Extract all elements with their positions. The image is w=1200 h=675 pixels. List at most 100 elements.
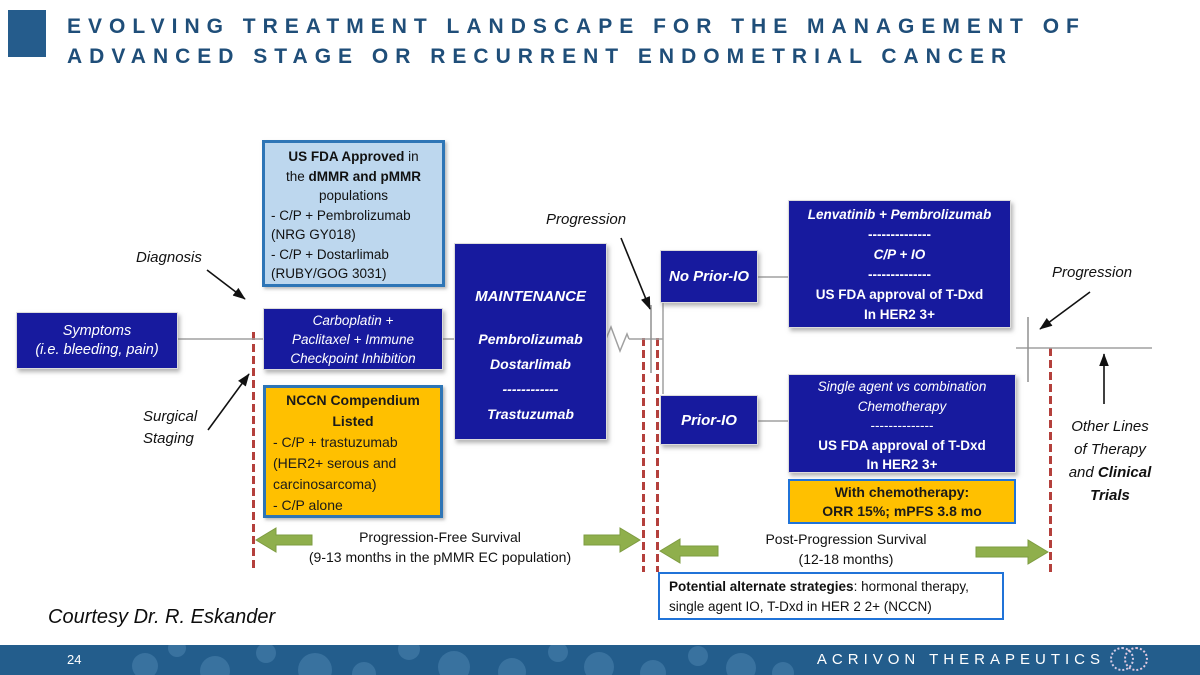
progression-right-label: Progression	[1052, 264, 1133, 281]
maintenance-title: MAINTENANCE	[475, 288, 586, 305]
single-agent-line1: Single agent vs combination	[817, 379, 987, 394]
alt-strategies-line2: single agent IO, T-Dxd in HER 2 2+ (NCCN…	[669, 599, 932, 614]
fda-line1: US FDA Approved in	[271, 147, 436, 167]
maintenance-divider: ------------	[502, 381, 559, 397]
lenvatinib-line1: Lenvatinib + Pembrolizumab	[807, 207, 992, 222]
alt-strategies-line1: Potential alternate strategies: hormonal…	[669, 577, 993, 597]
other-lines-line3: and Clinical	[1054, 461, 1166, 484]
progression-right-arrow-icon	[1039, 291, 1091, 330]
footer-dot	[772, 662, 794, 675]
footer-dot	[352, 662, 376, 675]
nccn-compendium-box: NCCN Compendium Listed - C/P + trastuzum…	[263, 385, 443, 518]
fda-line2: the dMMR and pMMR	[271, 167, 436, 187]
milestone-dash-progression-2	[656, 338, 659, 572]
pfs-caption-line1: Progression-Free Survival	[359, 529, 521, 545]
single-agent-line3: US FDA approval of T-Dxd	[818, 437, 986, 453]
footer-dot	[438, 651, 470, 675]
carbo-line3: Checkpoint Inhibition	[290, 350, 416, 366]
other-lines-line3-rest: and	[1068, 464, 1098, 481]
page-title-line1: EVOLVING TREATMENT LANDSCAPE FOR THE MAN…	[67, 15, 1086, 38]
footer-dot	[132, 653, 158, 675]
pps-caption: Post-Progression Survival (12-18 months)	[696, 529, 996, 569]
symptoms-line2: (i.e. bleeding, pain)	[35, 341, 159, 358]
footer-dot	[298, 653, 332, 675]
footer-dot	[688, 646, 708, 666]
carboplatin-box: Carboplatin + Paclitaxel + Immune Checkp…	[263, 308, 443, 370]
diagnosis-arrow-icon	[206, 269, 246, 300]
fda-line2-rest: the	[285, 168, 309, 184]
prior-io-label: Prior-IO	[681, 411, 737, 429]
nccn-line2: (HER2+ serous and	[273, 455, 397, 471]
acrivon-logo-icon	[1110, 647, 1158, 673]
progression-left-label: Progression	[546, 211, 627, 228]
alt-strategies-rest: : hormonal therapy,	[853, 579, 969, 594]
company-name: ACRIVON THERAPEUTICS	[816, 651, 1105, 668]
timeline-break-icon	[605, 324, 630, 354]
progression-left-arrow-icon	[620, 237, 651, 310]
maintenance-line2: Dostarlimab	[490, 356, 571, 372]
logo-ring-right	[1124, 647, 1148, 671]
footer-dot	[584, 652, 614, 675]
fda-line1-rest: in	[404, 149, 419, 164]
pfs-left-arrow-icon	[255, 527, 313, 553]
milestone-dash-progression-right	[1049, 348, 1052, 572]
with-chemo-line1: With chemotherapy:	[834, 483, 970, 500]
pps-right-arrow-icon	[975, 539, 1049, 565]
pps-caption-line2: (12-18 months)	[798, 551, 894, 567]
prior-io-box: Prior-IO	[660, 395, 758, 445]
fda-line7: (RUBY/GOG 3031)	[271, 266, 387, 281]
carbo-line1: Carboplatin +	[312, 312, 394, 328]
footer-dot	[498, 658, 526, 675]
fda-line3: populations	[318, 188, 389, 203]
milestone-dash-progression-1	[642, 338, 645, 572]
single-agent-line4: In HER2 3+	[866, 457, 938, 472]
no-prior-io-label: No Prior-IO	[668, 268, 749, 285]
lenvatinib-line3: US FDA approval of T-Dxd	[815, 287, 984, 302]
page-title-line2: ADVANCED STAGE OR RECURRENT ENDOMETRIAL …	[67, 45, 1014, 68]
fda-line1-bold: US FDA Approved	[288, 149, 405, 164]
lenvatinib-line2: C/P + IO	[873, 247, 926, 262]
nccn-line1: - C/P + trastuzumab	[273, 434, 398, 450]
pps-left-arrow-icon	[659, 538, 719, 564]
courtesy-credit: Courtesy Dr. R. Eskander	[48, 606, 276, 628]
fda-line6: - C/P + Dostarlimab	[271, 246, 389, 262]
single-agent-divider: --------------	[870, 418, 934, 433]
other-lines-line4: Trials	[1090, 487, 1130, 504]
other-lines-line2: of Therapy	[1074, 441, 1146, 458]
surgical-staging-label: Surgical Staging	[143, 406, 197, 450]
other-lines-line3-bold: Clinical	[1097, 464, 1152, 481]
maintenance-line3: Trastuzumab	[487, 406, 574, 422]
footer-bar: 24 ACRIVON THERAPEUTICS	[0, 645, 1200, 675]
diagnosis-label: Diagnosis	[136, 249, 202, 266]
fda-line4: - C/P + Pembrolizumab	[271, 207, 411, 223]
footer-dot	[548, 645, 568, 662]
surgical-label-line2: Staging	[143, 430, 194, 447]
pfs-caption-line2: (9-13 months in the pMMR EC population)	[308, 549, 572, 565]
footer-dot	[398, 645, 420, 660]
surgical-label-line1: Surgical	[143, 408, 198, 425]
alternate-strategies-box: Potential alternate strategies: hormonal…	[658, 572, 1004, 620]
with-chemotherapy-box: With chemotherapy: ORR 15%; mPFS 3.8 mo	[788, 479, 1016, 524]
fda-line2-bold: dMMR and pMMR	[308, 168, 421, 184]
fda-line5: (NRG GY018)	[271, 227, 356, 242]
footer-dot	[256, 645, 276, 663]
pfs-caption: Progression-Free Survival (9-13 months i…	[290, 527, 590, 567]
nccn-title1: NCCN Compendium	[286, 392, 420, 408]
footer-dot	[168, 645, 186, 657]
title-accent-square	[8, 10, 46, 57]
maintenance-line1: Pembrolizumab	[478, 331, 583, 347]
single-agent-line2: Chemotherapy	[857, 398, 947, 414]
footer-dot	[726, 653, 756, 675]
page-title: EVOLVING TREATMENT LANDSCAPE FOR THE MAN…	[67, 12, 1086, 72]
other-lines-line1: Other Lines	[1071, 418, 1149, 435]
symptoms-box: Symptoms (i.e. bleeding, pain)	[16, 312, 178, 369]
carbo-line2: Paclitaxel + Immune	[292, 331, 414, 347]
footer-dot	[640, 660, 666, 675]
milestone-dash-diagnosis	[252, 332, 255, 568]
footer-dot	[200, 656, 230, 675]
pps-caption-line1: Post-Progression Survival	[765, 531, 927, 547]
single-agent-box: Single agent vs combination Chemotherapy…	[788, 374, 1016, 473]
nccn-title2: Listed	[332, 413, 374, 429]
